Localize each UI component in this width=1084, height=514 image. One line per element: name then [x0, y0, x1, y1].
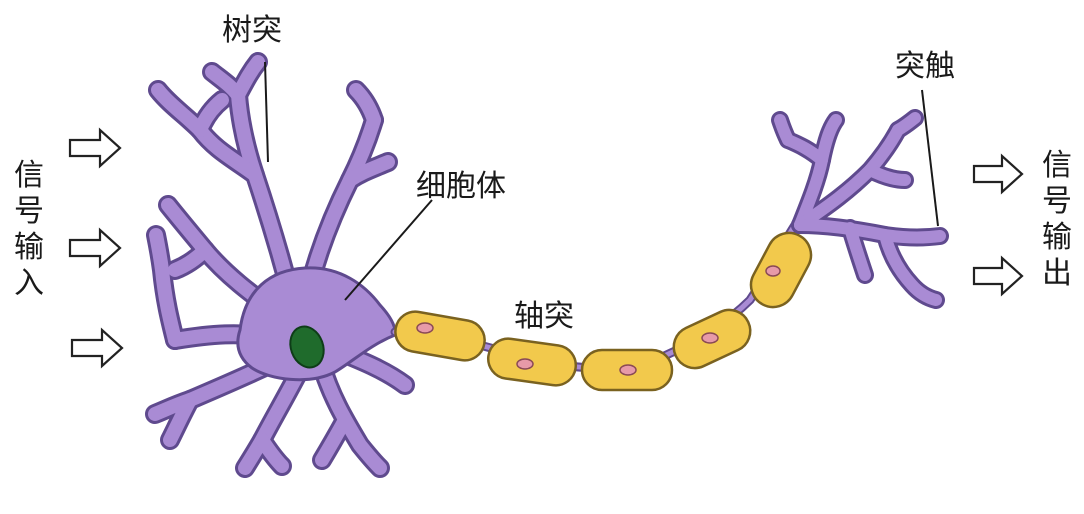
axon-terminals — [771, 109, 949, 309]
signal-output-label: 信号输出 — [1042, 148, 1072, 291]
myelin-segment — [580, 348, 674, 392]
myelin-segment — [749, 231, 813, 309]
axon — [390, 220, 813, 392]
input-arrow-icon — [68, 227, 122, 269]
cell-body-leader-line — [344, 199, 433, 301]
myelin-segment — [394, 310, 486, 362]
neuron-cell — [145, 52, 949, 478]
axon-label: 轴突 — [514, 299, 574, 334]
dendrites — [145, 52, 415, 478]
synapse-leader-line — [921, 89, 939, 227]
input-arrow-icon — [70, 327, 124, 369]
dendrite-label: 树突 — [222, 13, 282, 48]
synapse-label: 突触 — [895, 49, 955, 84]
dendrite-fill — [148, 55, 412, 475]
output-arrow-icon — [972, 255, 1024, 297]
cell-body-label: 细胞体 — [416, 169, 506, 204]
output-arrow-icon — [972, 153, 1024, 195]
input-arrow-icon — [68, 127, 122, 169]
myelin-segment — [486, 337, 578, 387]
output-arrows — [972, 153, 1024, 297]
myelin-segment — [672, 308, 752, 370]
myelin-sheath — [394, 231, 813, 392]
leader-lines — [264, 61, 939, 301]
dendrite-leader-line — [264, 61, 269, 163]
terminal-fill — [774, 112, 946, 306]
signal-input-label: 信号输入 — [14, 158, 44, 301]
input-arrows — [68, 127, 124, 369]
nucleus — [289, 325, 325, 369]
